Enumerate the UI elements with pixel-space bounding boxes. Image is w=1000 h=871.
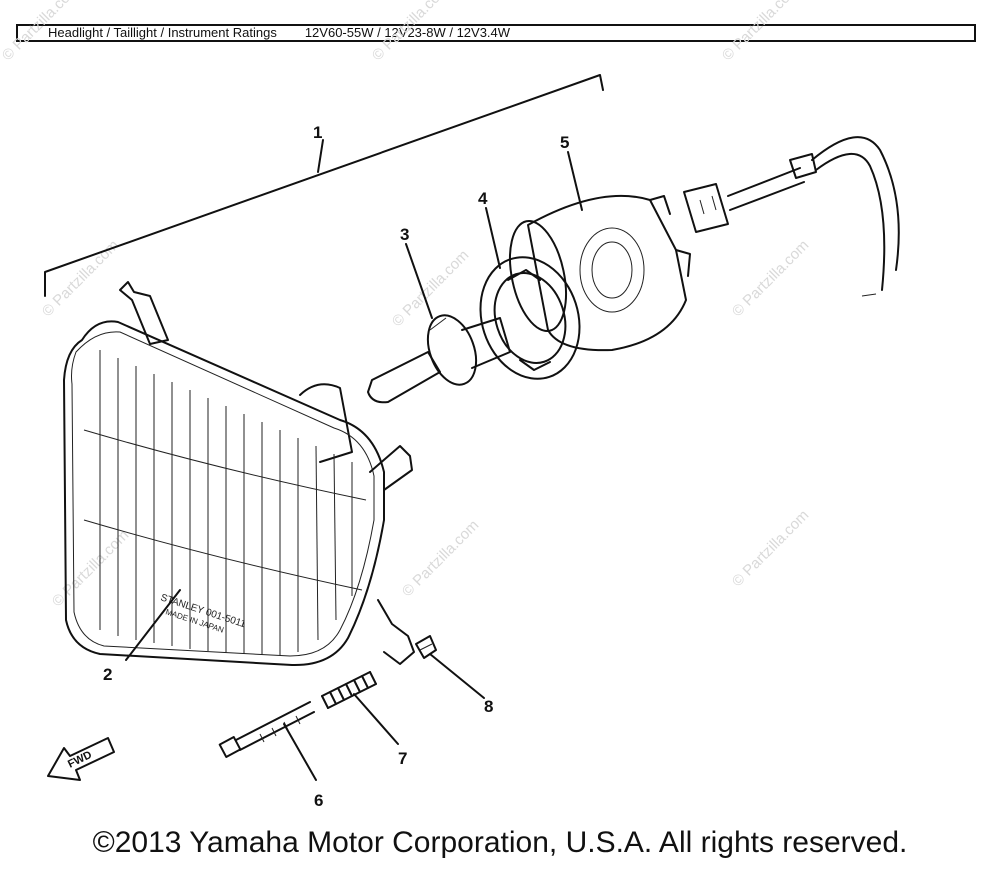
callout-8: 8 xyxy=(484,697,493,716)
title-bar: Headlight / Taillight / Instrument Ratin… xyxy=(16,24,976,42)
headlight-bulb xyxy=(367,314,511,404)
headlight-lens-unit: STANLEY 001-5011 MADE IN JAPAN xyxy=(63,281,415,667)
fwd-arrow: FWD xyxy=(47,737,115,781)
ratings-text: 12V60-55W / 12V23-8W / 12V3.4W xyxy=(304,25,511,40)
callout-7: 7 xyxy=(398,749,407,768)
diagram-title: Headlight / Taillight / Instrument Ratin… xyxy=(48,25,277,40)
leader-line-2 xyxy=(125,589,181,661)
copyright-notice: ©2013 Yamaha Motor Corporation, U.S.A. A… xyxy=(92,826,908,859)
retaining-clip xyxy=(415,635,437,659)
leader-line-8 xyxy=(429,653,485,699)
leader-line-4 xyxy=(485,207,501,269)
adjusting-screw xyxy=(218,701,315,758)
adjusting-spring xyxy=(321,671,377,709)
leader-lines xyxy=(125,151,583,781)
wiring-harness xyxy=(683,136,900,297)
bulb-retainer-ring xyxy=(479,256,581,380)
leader-line-6 xyxy=(283,723,317,781)
callout-1: 1 xyxy=(313,123,322,142)
leader-line-5 xyxy=(567,151,583,211)
assembly-bracket xyxy=(44,74,604,297)
callout-5: 5 xyxy=(560,133,569,152)
dust-cover xyxy=(509,194,691,352)
callout-2: 2 xyxy=(103,665,112,684)
callout-3: 3 xyxy=(400,225,409,244)
callout-6: 6 xyxy=(314,791,323,810)
callout-4: 4 xyxy=(478,189,488,208)
leader-line-3 xyxy=(405,243,433,319)
leader-line-7 xyxy=(353,693,399,745)
